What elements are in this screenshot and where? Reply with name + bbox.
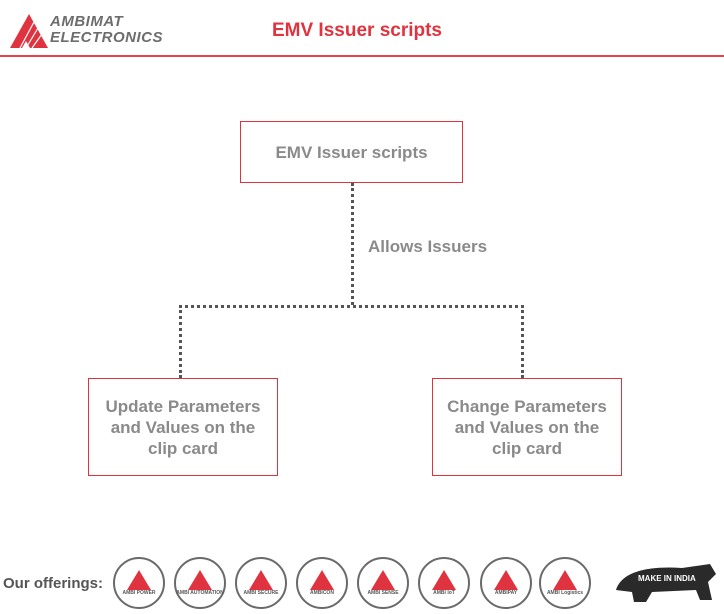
offering-label: AMBI SECURE (243, 590, 279, 596)
offering-badge[interactable]: AMBI Logistics (539, 557, 591, 609)
offering-badge[interactable]: AMBI IoT (418, 557, 470, 609)
logo-line2: ELECTRONICS (50, 29, 164, 46)
offering-badge[interactable]: AMBICON (296, 557, 348, 609)
logo-triangle-icon (10, 14, 48, 49)
edge-label: Allows Issuers (368, 237, 488, 256)
header-divider (0, 55, 724, 57)
make-in-india-logo: MAKE IN INDIA (612, 560, 718, 606)
make-in-india-text: MAKE IN INDIA (638, 574, 696, 583)
offering-label: AMBI POWER (122, 590, 156, 596)
offering-label: AMBI IoT (433, 590, 455, 596)
ambi-triangle-icon (494, 570, 518, 590)
connector-right (521, 305, 524, 378)
ambi-triangle-icon (310, 570, 334, 590)
ambi-triangle-icon (432, 570, 456, 590)
child-node-change: Change Parameters and Values on the clip… (432, 378, 622, 476)
offering-label: AMBICON (310, 590, 334, 596)
offering-label: AMBIPAY (494, 590, 518, 596)
offerings-label: Our offerings: (3, 575, 103, 592)
ambi-triangle-icon (553, 570, 577, 590)
offering-label: AMBI AUTOMATION (176, 590, 224, 596)
offering-badge[interactable]: AMBI POWER (113, 557, 165, 609)
logo-line1: AMBIMAT (50, 13, 124, 30)
ambi-triangle-icon (249, 570, 273, 590)
offering-label: AMBI Logistics (546, 590, 584, 596)
offering-badge[interactable]: AMBI AUTOMATION (174, 557, 226, 609)
offering-badge[interactable]: AMBIPAY (480, 557, 532, 609)
child-node-update: Update Parameters and Values on the clip… (88, 378, 278, 476)
offering-badge[interactable]: AMBI SENSE (357, 557, 409, 609)
company-logo (10, 14, 48, 53)
connector-left (179, 305, 182, 378)
page-title: EMV Issuer scripts (271, 20, 443, 41)
ambi-triangle-icon (127, 570, 151, 590)
ambi-triangle-icon (188, 570, 212, 590)
offering-badge[interactable]: AMBI SECURE (235, 557, 287, 609)
root-node: EMV Issuer scripts (240, 121, 463, 183)
connector-vertical (351, 183, 354, 305)
ambi-triangle-icon (371, 570, 395, 590)
connector-horizontal (179, 305, 524, 308)
offering-label: AMBI SENSE (367, 590, 399, 596)
